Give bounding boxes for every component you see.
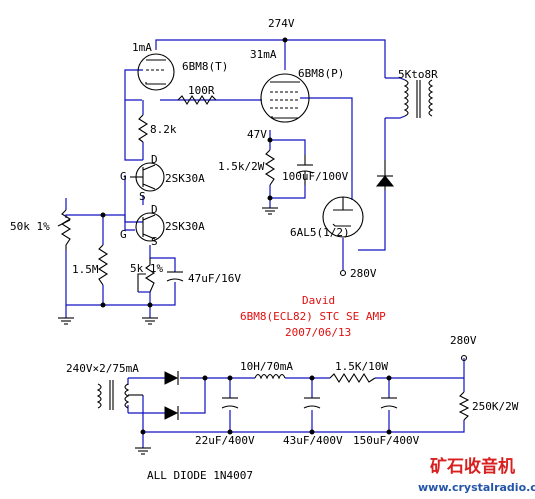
ground-cathode [262, 207, 278, 215]
fet2-source-node [149, 245, 176, 272]
label-47v: 47V [247, 128, 267, 141]
label-50k: 50k 1% [10, 220, 50, 233]
ground-bus [65, 250, 151, 318]
terminal-280v-psu [460, 354, 468, 362]
label-100r: 100R [188, 84, 215, 97]
label-series-res: 1.5K/10W [335, 360, 388, 373]
resistor-100r [177, 94, 217, 106]
title-block: David 6BM8(ECL82) STC SE AMP 2007/06/13 [240, 294, 386, 339]
triode-cathode-wire [124, 69, 143, 101]
ground-input [58, 317, 74, 325]
pentode-tube [260, 73, 310, 123]
output-transformer [385, 77, 434, 119]
label-8-2k: 8.2k [150, 123, 177, 136]
label-power-tf: 240V×2/75mA [66, 362, 139, 375]
label-fet2-g: G [120, 228, 127, 241]
label-1ma: 1mA [132, 41, 152, 54]
pentode-cathode-node [269, 130, 306, 155]
label-c22: 22uF/400V [195, 434, 255, 447]
label-fet1-d: D [151, 153, 158, 166]
label-6bm8-t: 6BM8(T) [182, 60, 228, 73]
triode-tube [137, 53, 175, 91]
label-fet2-d: D [151, 203, 158, 216]
label-274v: 274V [268, 17, 295, 30]
cathode-ground-node [269, 185, 306, 199]
label-bleeder: 250K/2W [472, 400, 519, 413]
diode-to-rectifier-wire [358, 190, 386, 251]
label-100uf: 100uF/100V [282, 170, 349, 183]
label-31ma: 31mA [250, 48, 277, 61]
capacitor-100uf [296, 155, 314, 185]
capacitor-43uf [303, 397, 321, 409]
label-diodes: ALL DIODE 1N4007 [147, 469, 253, 482]
title-name: 6BM8(ECL82) STC SE AMP [240, 310, 386, 323]
label-fet1-g: G [120, 170, 127, 183]
resistor-bleeder [458, 391, 470, 421]
label-5k: 5k 1% [130, 262, 163, 275]
watermark-url: www.crystalradio.cn [418, 481, 535, 494]
label-47uf: 47uF/16V [188, 272, 241, 285]
watermark: 矿石收音机 www.crystalradio.cn [418, 456, 535, 494]
ground-psu [135, 447, 151, 455]
ground-fet [142, 317, 158, 325]
label-fet2-s: S [151, 235, 158, 248]
b-plus-rail [155, 39, 386, 78]
diode-amp [375, 160, 395, 190]
label-280v-amp: 280V [350, 267, 377, 280]
watermark-brand: 矿石收音机 [430, 456, 515, 477]
psu-diode-top [164, 371, 179, 385]
c47-ground-wire [150, 282, 176, 306]
capacitor-150uf [380, 397, 398, 409]
pot-50k [57, 209, 72, 250]
junction-dots [100, 37, 392, 435]
label-c150: 150uF/400V [353, 434, 420, 447]
label-fet1-s: S [139, 190, 146, 203]
psu-diode-bottom [164, 406, 179, 420]
capacitor-22uf [221, 397, 239, 409]
title-date: 2007/06/13 [285, 326, 351, 339]
label-1-5m: 1.5M [72, 263, 99, 276]
resistor-8-2k [137, 114, 149, 143]
fet-2 [135, 212, 165, 242]
pot-5k [137, 258, 156, 293]
cathode-to-fet-wire [124, 100, 143, 161]
label-c43: 43uF/400V [283, 434, 343, 447]
label-5kto8r: 5Kto8R [398, 68, 438, 81]
title-author: David [302, 294, 335, 307]
label-6bm8-p: 6BM8(P) [298, 67, 344, 80]
choke [254, 373, 286, 380]
label-1-5k-2w: 1.5k/2W [218, 160, 265, 173]
capacitor-47uf [166, 271, 184, 282]
resistor-1-5m [97, 244, 109, 286]
label-fet2-name: 2SK30A [165, 220, 205, 233]
psu-diode-join [180, 377, 206, 414]
psu-ground-bus [142, 395, 465, 433]
terminal-280v-amp [339, 269, 347, 277]
label-6al5: 6AL5(1/2) [290, 226, 350, 239]
label-280v-psu: 280V [450, 334, 477, 347]
power-transformer [96, 380, 143, 410]
fet-1 [130, 162, 165, 192]
amp-labels: 274V 1mA 31mA 6BM8(T) 6BM8(P) 5Kto8R 100… [10, 17, 438, 285]
fet2-gate-wire [65, 214, 135, 231]
psu-labels: 240V×2/75mA 10H/70mA 1.5K/10W 280V 250K/… [66, 334, 519, 482]
label-choke: 10H/70mA [240, 360, 293, 373]
label-fet1-name: 2SK30A [165, 172, 205, 185]
resistor-1-5k-2w [264, 149, 276, 186]
resistor-series [329, 372, 376, 384]
rectifier-tube [322, 196, 364, 238]
pentode-screen-wire [300, 97, 353, 200]
